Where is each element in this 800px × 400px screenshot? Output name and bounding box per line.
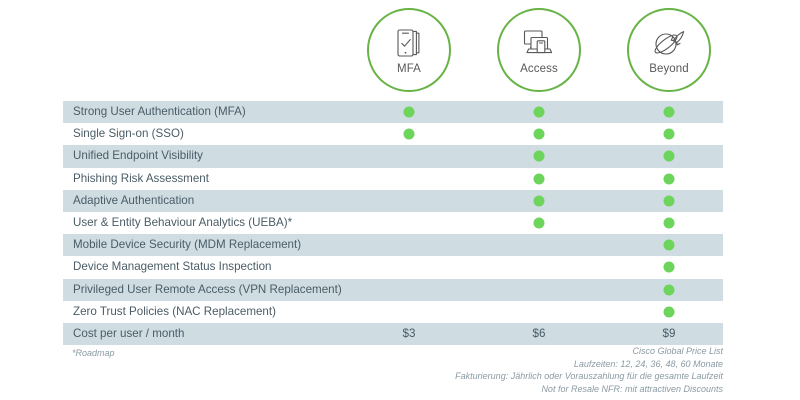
availability-dot-beyond (663, 239, 675, 251)
availability-dot-beyond (663, 284, 675, 296)
tier-label-access: Access (520, 63, 558, 75)
cost-row: Cost per user / month $3 $6 $9 (63, 322, 723, 346)
availability-dot-access (533, 128, 545, 140)
footer-line: Not for Resale NFR: mit attractiven Disc… (541, 383, 723, 394)
feature-label: Unified Endpoint Visibility (73, 149, 203, 163)
feature-label: Privileged User Remote Access (VPN Repla… (73, 282, 342, 296)
feature-label: Zero Trust Policies (NAC Replacement) (73, 304, 276, 318)
tier-label-beyond: Beyond (649, 63, 689, 75)
table-row: Single Sign-on (SSO) (63, 123, 723, 146)
price-mfa: $3 (402, 326, 416, 340)
feature-label: Device Management Status Inspection (73, 260, 272, 274)
mobile-check-icon (394, 26, 424, 60)
availability-dot-access (533, 173, 545, 185)
cost-row-label: Cost per user / month (73, 326, 185, 340)
feature-label: User & Entity Behaviour Analytics (UEBA)… (73, 215, 293, 229)
rocket-planet-icon (652, 26, 686, 60)
table-row: Privileged User Remote Access (VPN Repla… (63, 278, 723, 301)
availability-dot-beyond (663, 261, 675, 273)
tier-label-mfa: MFA (397, 63, 421, 75)
tier-circle-mfa[interactable]: MFA (367, 8, 451, 92)
feature-label: Single Sign-on (SSO) (73, 127, 184, 141)
table-row: Mobile Device Security (MDM Replacement) (63, 234, 723, 257)
table-row: Unified Endpoint Visibility (63, 145, 723, 168)
tier-circle-access[interactable]: Access (497, 8, 581, 92)
feature-label: Phishing Risk Assessment (73, 171, 209, 185)
footer-line: Fakturierung: Jährlich oder Vorauszahlun… (455, 371, 723, 381)
availability-dot-mfa (403, 106, 415, 118)
availability-dot-beyond (663, 195, 675, 207)
price-access: $6 (532, 326, 546, 340)
feature-label: Strong User Authentication (MFA) (73, 105, 246, 118)
availability-dot-beyond (663, 217, 675, 229)
tier-circle-beyond[interactable]: Beyond (627, 8, 711, 92)
feature-comparison-table: Strong User Authentication (MFA) Single S… (63, 101, 723, 346)
table-row: User & Entity Behaviour Analytics (UEBA)… (63, 211, 723, 235)
table-row: Phishing Risk Assessment (63, 167, 723, 190)
table-row: Strong User Authentication (MFA) (63, 101, 723, 124)
availability-dot-beyond (663, 306, 675, 318)
availability-dot-access (533, 106, 545, 118)
table-row: Zero Trust Policies (NAC Replacement) (63, 300, 723, 323)
footer-line: Laufzeiten: 12, 24, 36, 48, 60 Monate (573, 358, 723, 369)
table-row: Adaptive Authentication (63, 189, 723, 212)
availability-dot-mfa (403, 128, 415, 140)
footer-line: Cisco Global Price List (632, 346, 723, 356)
availability-dot-access (533, 150, 545, 162)
availability-dot-beyond (663, 173, 675, 185)
feature-label: Mobile Device Security (MDM Replacement) (73, 238, 302, 252)
availability-dot-beyond (663, 106, 675, 118)
availability-dot-beyond (663, 150, 675, 162)
availability-dot-beyond (663, 128, 675, 140)
price-beyond: $9 (662, 326, 676, 340)
feature-label: Adaptive Authentication (73, 193, 195, 207)
availability-dot-access (533, 217, 545, 229)
availability-dot-access (533, 195, 545, 207)
tier-header-row: MFA Access (0, 0, 800, 100)
devices-icon (522, 26, 556, 60)
table-row: Device Management Status Inspection (63, 256, 723, 279)
roadmap-footnote: *Roadmap (72, 348, 115, 358)
